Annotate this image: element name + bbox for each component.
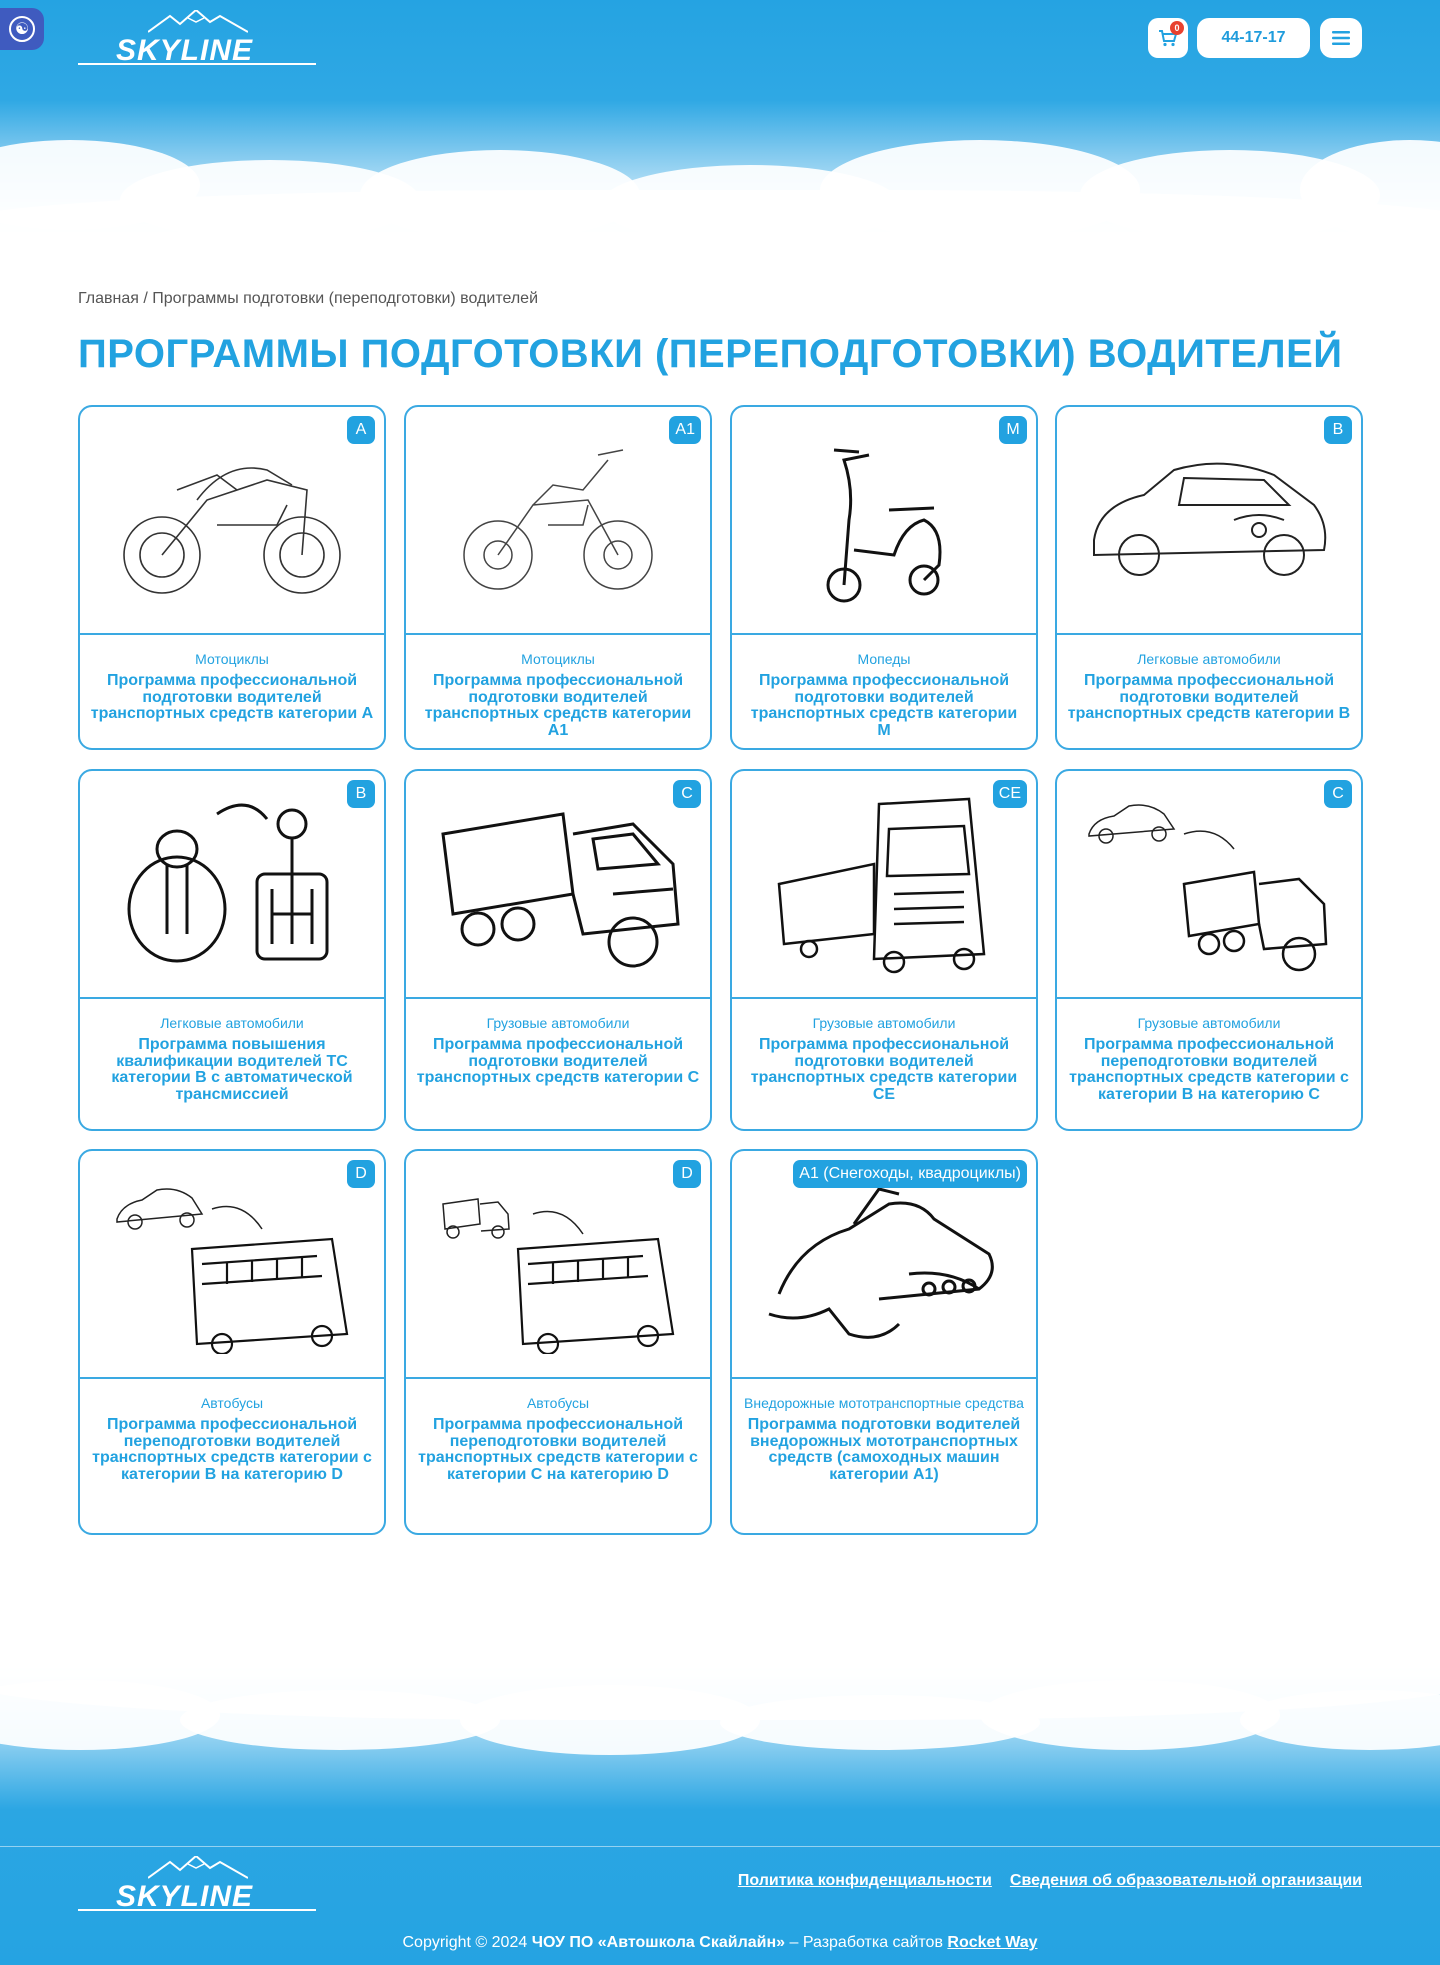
program-card[interactable]: B Легковые автомобили Программа повышени…	[78, 769, 386, 1131]
hamburger-icon	[1332, 31, 1350, 45]
card-image: C	[1057, 771, 1361, 999]
category-badge: A1 (Снегоходы, квадроциклы)	[793, 1160, 1027, 1188]
card-category: Мотоциклы	[521, 651, 595, 667]
developer-link[interactable]: Rocket Way	[947, 1934, 1038, 1951]
mountain-icon	[148, 10, 248, 33]
category-badge: A1	[669, 416, 701, 444]
card-category: Легковые автомобили	[160, 1015, 304, 1031]
card-category: Легковые автомобили	[1137, 651, 1281, 667]
truck-to-bus-icon	[442, 1198, 675, 1354]
breadcrumb-home[interactable]: Главная	[78, 290, 139, 307]
category-badge: CE	[992, 780, 1027, 808]
category-badge: M	[999, 416, 1027, 444]
org-info-link[interactable]: Сведения об образовательной организации	[1009, 1872, 1362, 1889]
card-image: D	[406, 1151, 710, 1379]
gear-shift-icon	[127, 803, 329, 963]
program-card[interactable]: B Легковые автомобили Программа професси…	[1055, 405, 1363, 750]
card-title[interactable]: Программа профессиональной подготовки во…	[750, 1036, 1018, 1103]
snowmobile-icon	[768, 1187, 994, 1339]
card-title[interactable]: Программа профессиональной подготовки во…	[90, 672, 374, 722]
program-card[interactable]: D Автобусы Программа профессиональной пе…	[404, 1149, 712, 1535]
card-title[interactable]: Программа подготовки водителей внедорожн…	[747, 1416, 1021, 1483]
program-card[interactable]: A1 (Снегоходы, квадроциклы) Внедорожные …	[730, 1149, 1038, 1535]
card-image: A1	[406, 407, 710, 635]
semi-truck-icon	[777, 797, 986, 974]
truck-icon	[441, 812, 680, 968]
card-image: A	[80, 407, 384, 635]
logo-text: SKYLINE	[116, 34, 254, 67]
company-name: ЧОУ ПО «Автошкола Скайлайн»	[531, 1934, 786, 1951]
card-category: Грузовые автомобили	[1137, 1015, 1281, 1031]
card-image: C	[406, 771, 710, 999]
program-card[interactable]: M Мопеды Программа профессиональной подг…	[730, 405, 1038, 750]
accessibility-icon: ☯	[9, 16, 35, 42]
card-category: Грузовые автомобили	[812, 1015, 956, 1031]
dev-text: – Разработка сайтов	[789, 1934, 943, 1951]
motorcycle-icon	[123, 467, 341, 594]
card-category: Автобусы	[200, 1395, 264, 1411]
card-image: B	[1057, 407, 1361, 635]
logo-underline	[78, 1909, 316, 1911]
breadcrumb-current: Программы подготовки (переподготовки) во…	[152, 290, 538, 307]
copyright-prefix: Copyright © 2024	[402, 1934, 528, 1951]
breadcrumb: Главная / Программы подготовки (переподг…	[78, 290, 538, 308]
category-badge: C	[673, 780, 701, 808]
cart-button[interactable]: 0	[1148, 18, 1188, 58]
page-title: ПРОГРАММЫ ПОДГОТОВКИ (ПЕРЕПОДГОТОВКИ) ВО…	[78, 332, 1343, 376]
program-card[interactable]: A Мотоциклы Программа профессиональной п…	[78, 405, 386, 750]
menu-button[interactable]	[1320, 18, 1362, 58]
card-image: B	[80, 771, 384, 999]
card-category: Грузовые автомобили	[486, 1015, 630, 1031]
category-badge: D	[347, 1160, 375, 1188]
dirt-bike-icon	[463, 449, 653, 590]
card-category: Мопеды	[857, 651, 911, 667]
logo-underline	[78, 63, 316, 65]
card-title[interactable]: Программа профессиональной подготовки во…	[1067, 672, 1351, 722]
program-card[interactable]: C Грузовые автомобили Программа професси…	[404, 769, 712, 1131]
card-title[interactable]: Программа профессиональной переподготовк…	[418, 1416, 698, 1483]
footer-logo[interactable]: SKYLINE	[78, 1856, 318, 1914]
privacy-policy-link[interactable]: Политика конфиденциальности	[737, 1872, 992, 1889]
mountain-icon	[148, 1856, 248, 1879]
copyright: Copyright © 2024 ЧОУ ПО «Автошкола Скайл…	[0, 1934, 1440, 1952]
program-card[interactable]: A1 Мотоциклы Программа профессиональной …	[404, 405, 712, 750]
card-title[interactable]: Программа профессиональной переподготовк…	[92, 1416, 372, 1483]
car-to-truck-icon	[1088, 804, 1328, 972]
category-badge: A	[347, 416, 375, 444]
card-title[interactable]: Программа профессиональной подготовки во…	[424, 672, 692, 739]
card-title[interactable]: Программа профессиональной подготовки во…	[750, 672, 1018, 739]
card-image: M	[732, 407, 1036, 635]
card-category: Мотоциклы	[195, 651, 269, 667]
card-title[interactable]: Программа профессиональной подготовки во…	[416, 1036, 700, 1086]
site-logo[interactable]: SKYLINE	[78, 10, 318, 68]
category-badge: C	[1324, 780, 1352, 808]
program-card[interactable]: C Грузовые автомобили Программа професси…	[1055, 769, 1363, 1131]
cart-count-badge: 0	[1170, 21, 1184, 35]
footer-background	[0, 1660, 1440, 1965]
phone-button[interactable]: 44-17-17	[1197, 18, 1310, 58]
car-icon	[1093, 462, 1327, 576]
card-category: Внедорожные мототранспортные средства	[744, 1395, 1024, 1411]
card-category: Автобусы	[526, 1395, 590, 1411]
breadcrumb-separator: /	[143, 290, 148, 307]
card-image: CE	[732, 771, 1036, 999]
footer-divider	[0, 1846, 1440, 1847]
category-badge: D	[673, 1160, 701, 1188]
card-image: D	[80, 1151, 384, 1379]
category-badge: B	[1324, 416, 1352, 444]
card-title[interactable]: Программа профессиональной переподготовк…	[1069, 1036, 1349, 1103]
category-badge: B	[347, 780, 375, 808]
program-card[interactable]: D Автобусы Программа профессиональной пе…	[78, 1149, 386, 1535]
card-title[interactable]: Программа повышения квалификации водител…	[111, 1036, 353, 1103]
program-card[interactable]: CE Грузовые автомобили Программа професс…	[730, 769, 1038, 1131]
car-to-bus-icon	[116, 1188, 349, 1354]
scooter-icon	[826, 448, 942, 603]
footer-links: Политика конфиденциальности Сведения об …	[738, 1872, 1362, 1890]
card-image: A1 (Снегоходы, квадроциклы)	[732, 1151, 1036, 1379]
accessibility-button[interactable]: ☯	[0, 8, 44, 50]
logo-text: SKYLINE	[116, 1880, 254, 1913]
